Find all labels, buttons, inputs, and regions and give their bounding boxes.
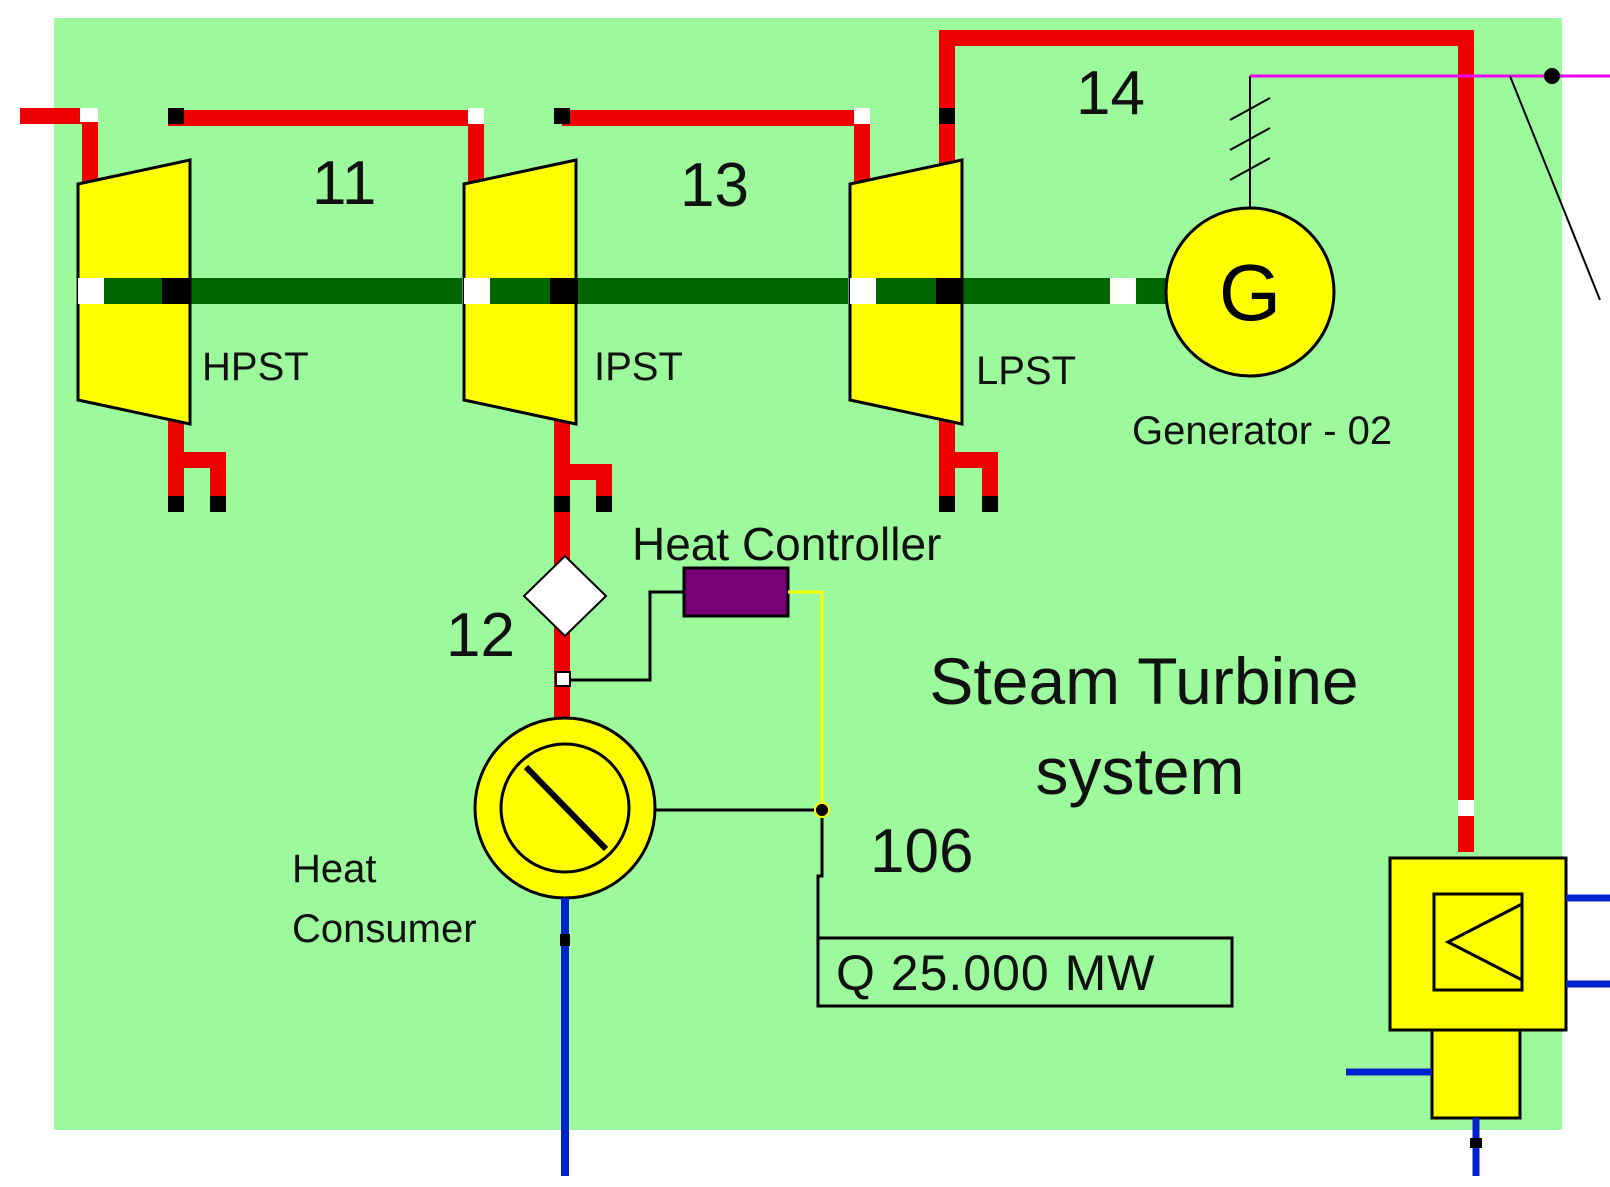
ipst-turbine[interactable]: [462, 158, 578, 426]
turbine-shaft[interactable]: [90, 278, 1170, 304]
heat-exchanger[interactable]: [1388, 856, 1568, 1120]
stream-12-splitter[interactable]: [522, 554, 608, 638]
hpst-label: HPST: [202, 345, 309, 389]
lpst-label: LPST: [976, 349, 1076, 393]
stream-label-11: 11: [312, 149, 376, 218]
diagram-background: [54, 18, 1562, 1130]
grid-switch: [1509, 75, 1601, 301]
hpst-drain-hook: [176, 452, 226, 500]
stream-12-sensor-node: [555, 671, 571, 687]
heat-consumer[interactable]: [473, 716, 657, 900]
controller-wiring: [570, 590, 684, 682]
generator-electric-lead: [1229, 68, 1610, 301]
ipst-label: IPST: [594, 345, 683, 389]
stream-label-12: 12: [446, 601, 515, 670]
heat-controller-label: Heat Controller: [632, 518, 941, 570]
heat-controller-block[interactable]: [682, 566, 790, 618]
stream-label-14: 14: [1076, 59, 1145, 128]
diagram-title-line1: Steam Turbine: [929, 644, 1358, 718]
ipst-drain-hook: [562, 464, 612, 500]
port-markers: [80, 108, 1474, 816]
stream-label-106: 106: [870, 817, 973, 886]
heat-signal-node: [814, 802, 830, 818]
diagram-title-line2: system: [1035, 734, 1244, 808]
controller-signal-line: [788, 590, 824, 810]
generator-symbol: G: [1219, 248, 1281, 337]
generator[interactable]: G: [1164, 206, 1336, 378]
stream-label-13: 13: [680, 151, 749, 220]
heat-consumer-label-2: Consumer: [292, 907, 477, 951]
lpst-turbine[interactable]: [848, 158, 964, 426]
hpst-turbine[interactable]: [76, 158, 192, 426]
heat-readout-value: Q 25.000 MW: [836, 945, 1155, 1001]
water-line-marker: [560, 934, 570, 946]
generator-label: Generator - 02: [1132, 409, 1392, 453]
lpst-drain-hook: [947, 452, 998, 500]
heat-exchanger-port: [1470, 1138, 1482, 1148]
heat-consumer-label-1: Heat: [292, 847, 377, 891]
heat-readout[interactable]: Q 25.000 MW: [816, 936, 1234, 1008]
grid-node: [1544, 68, 1560, 84]
